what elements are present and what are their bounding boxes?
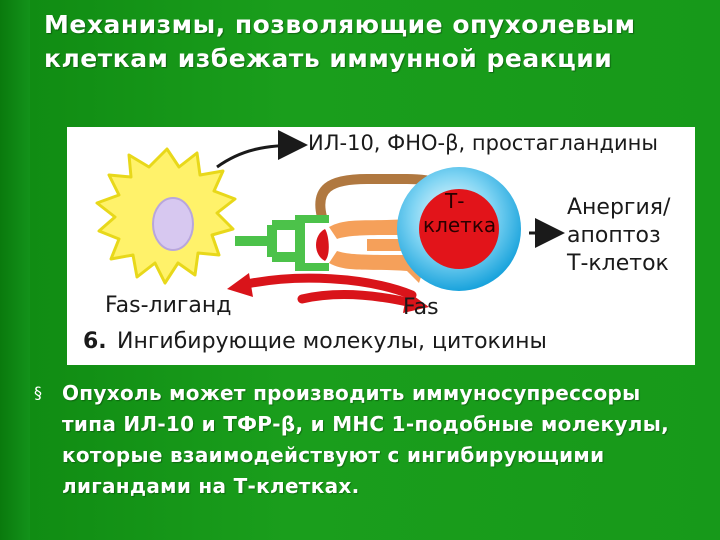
- t-cell-label-line1: Т-: [445, 189, 465, 213]
- red-ligand: [316, 229, 329, 261]
- outcome-line1: Анергия/: [567, 195, 671, 220]
- fas-label: Fas: [403, 295, 439, 320]
- bullet-marker: §: [34, 383, 42, 402]
- outcome-line3: Т-клеток: [567, 251, 669, 276]
- t-cell-label-line2: клетка: [423, 213, 497, 237]
- diagram-graphics: [95, 130, 565, 313]
- cytokine-arrow: [216, 130, 308, 169]
- left-decorative-strip: [0, 0, 30, 540]
- tumor-nucleus: [152, 197, 194, 251]
- outcome-line2: апоптоз: [567, 223, 661, 248]
- caption-text: Ингибирующие молекулы, цитокины: [117, 329, 547, 354]
- cytokines-label: ИЛ-10, ФНО-β, простагландины: [308, 131, 658, 155]
- caption-number: 6.: [83, 329, 107, 354]
- slide-title: Механизмы, позволяющие опухолевым клетка…: [44, 10, 636, 73]
- t-cell-core: [419, 189, 499, 269]
- fas-ligand-arrow: [237, 273, 417, 300]
- mechanism-diagram: ИЛ-10, ФНО-β, простагландины Т- клетка А…: [67, 127, 695, 365]
- green-receptor: [235, 220, 295, 262]
- fas-ligand-label: Fas-лиганд: [105, 293, 232, 318]
- bullet-text: Опухоль может производить иммуносупрессо…: [62, 381, 669, 498]
- fas-arrow: [297, 290, 417, 308]
